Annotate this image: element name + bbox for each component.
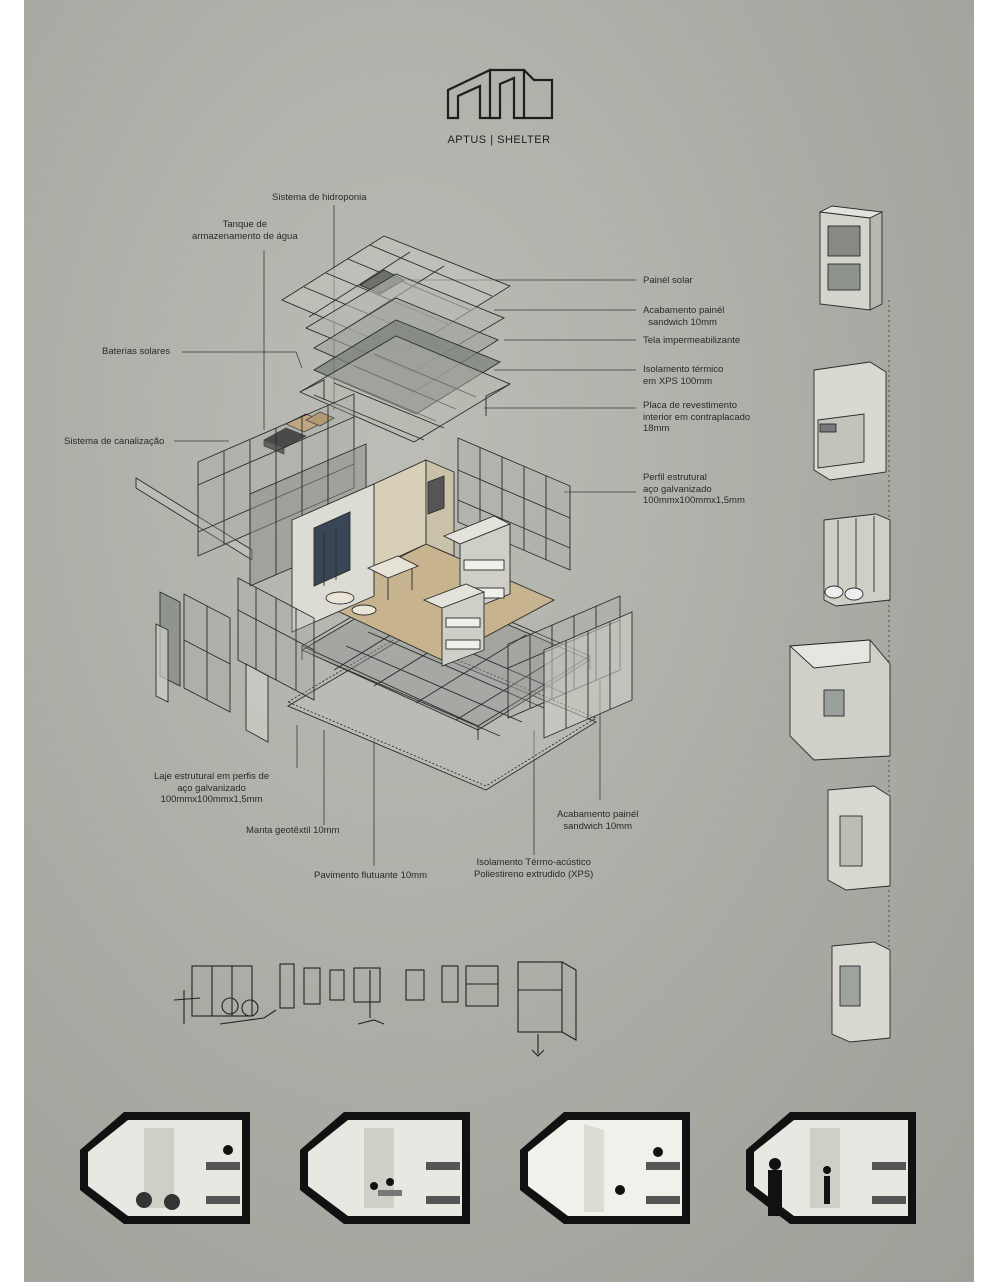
label-canalizacao: Sistema de canalização (64, 436, 165, 447)
section-view-3 (520, 1112, 690, 1224)
section-views (80, 1112, 916, 1224)
section-view-1 (80, 1112, 250, 1224)
label-isolamento-xps: Isolamento Térmo-acústico Poliestireno e… (474, 857, 594, 880)
label-acabamento-top: Acabamento painél sandwich 10mm (643, 305, 725, 328)
label-painel-solar: Painél solar (643, 275, 693, 286)
label-laje: Laje estrutural em perfis de aço galvani… (154, 771, 270, 805)
roof-layers (281, 235, 511, 443)
label-tanque: Tanque de armazenamento de água (192, 219, 298, 242)
battery-and-tank (263, 411, 335, 455)
label-tela: Tela impermeabilizante (643, 335, 741, 346)
front-right-wall (507, 595, 633, 739)
front-left-walls (155, 577, 315, 743)
exploded-axonometric-drawing (80, 68, 916, 1224)
right-back-wall (457, 437, 571, 571)
module-column (788, 205, 891, 1043)
label-pavimento: Pavimento flutuante 10mm (314, 870, 428, 881)
interior-core (291, 459, 556, 667)
section-view-4 (746, 1112, 916, 1224)
label-baterias: Baterias solares (102, 346, 171, 357)
logo-mark (446, 68, 554, 120)
hand-sketches (173, 961, 577, 1057)
label-hidroponia: Sistema de hidroponia (272, 192, 367, 203)
label-perfil: Perfil estrutural aço galvanizado 100mmx… (643, 472, 745, 506)
label-manta: Manta geotêxtil 10mm (246, 825, 340, 836)
left-wall-frames (135, 393, 367, 587)
label-placa: Placa de revestimento interior em contra… (643, 400, 751, 434)
label-isolamento-termico: Isolamento térmico em XPS 100mm (643, 364, 724, 387)
poster-sheet: APTUS | SHELTER Sistema de hidroponia Ta… (24, 0, 974, 1282)
section-view-2 (300, 1112, 470, 1224)
brand-name: APTUS | SHELTER (447, 134, 551, 146)
label-acabamento-bottom: Acabamento painél sandwich 10mm (557, 809, 639, 832)
